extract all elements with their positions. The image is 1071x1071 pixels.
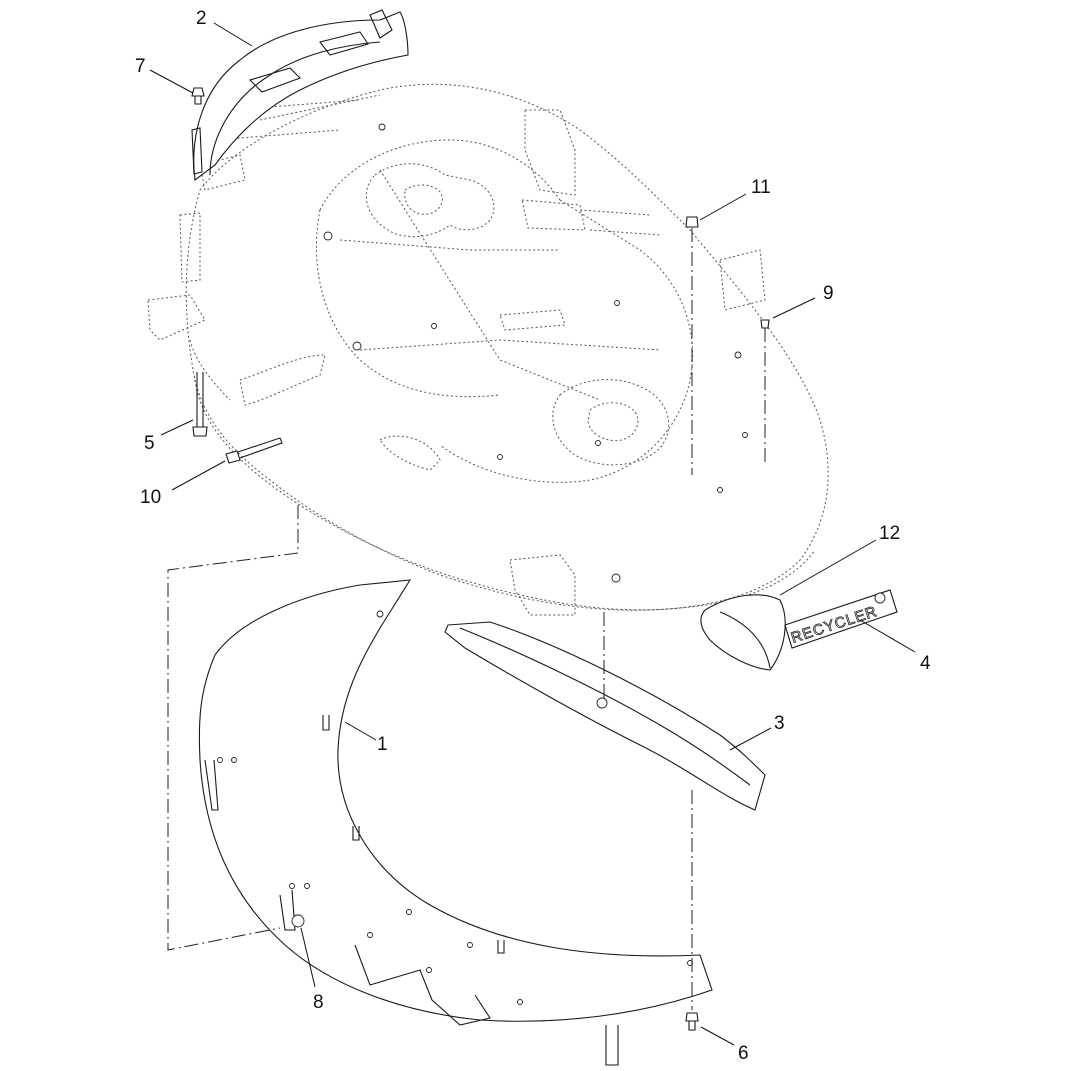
callout-6: 6 [738, 1043, 749, 1064]
callout-1: 1 [377, 734, 388, 755]
alignment-lines [167, 228, 766, 1010]
callout-10: 10 [140, 487, 161, 508]
callout-9: 9 [823, 283, 834, 304]
callout-7: 7 [135, 56, 146, 77]
leader-lines [149, 22, 916, 1046]
part-12-recycler-cover [700, 594, 786, 671]
callout-3: 3 [774, 713, 785, 734]
part-2-chute-cover [191, 9, 409, 182]
part-4-recycler-decal: RECYCLER [784, 589, 898, 649]
callout-11: 11 [751, 177, 771, 198]
callout-12: 12 [879, 523, 900, 544]
callout-labels: 1 2 3 4 5 6 7 8 9 10 11 12 [135, 8, 931, 1064]
callout-8: 8 [313, 992, 324, 1013]
mower-deck-housing [147, 83, 829, 616]
callout-5: 5 [144, 433, 155, 454]
hardware-fasteners [191, 87, 770, 1031]
callout-2: 2 [196, 8, 207, 29]
callout-4: 4 [920, 653, 931, 674]
part-1-baffle [198, 579, 713, 1066]
part-3-blade [444, 621, 766, 811]
